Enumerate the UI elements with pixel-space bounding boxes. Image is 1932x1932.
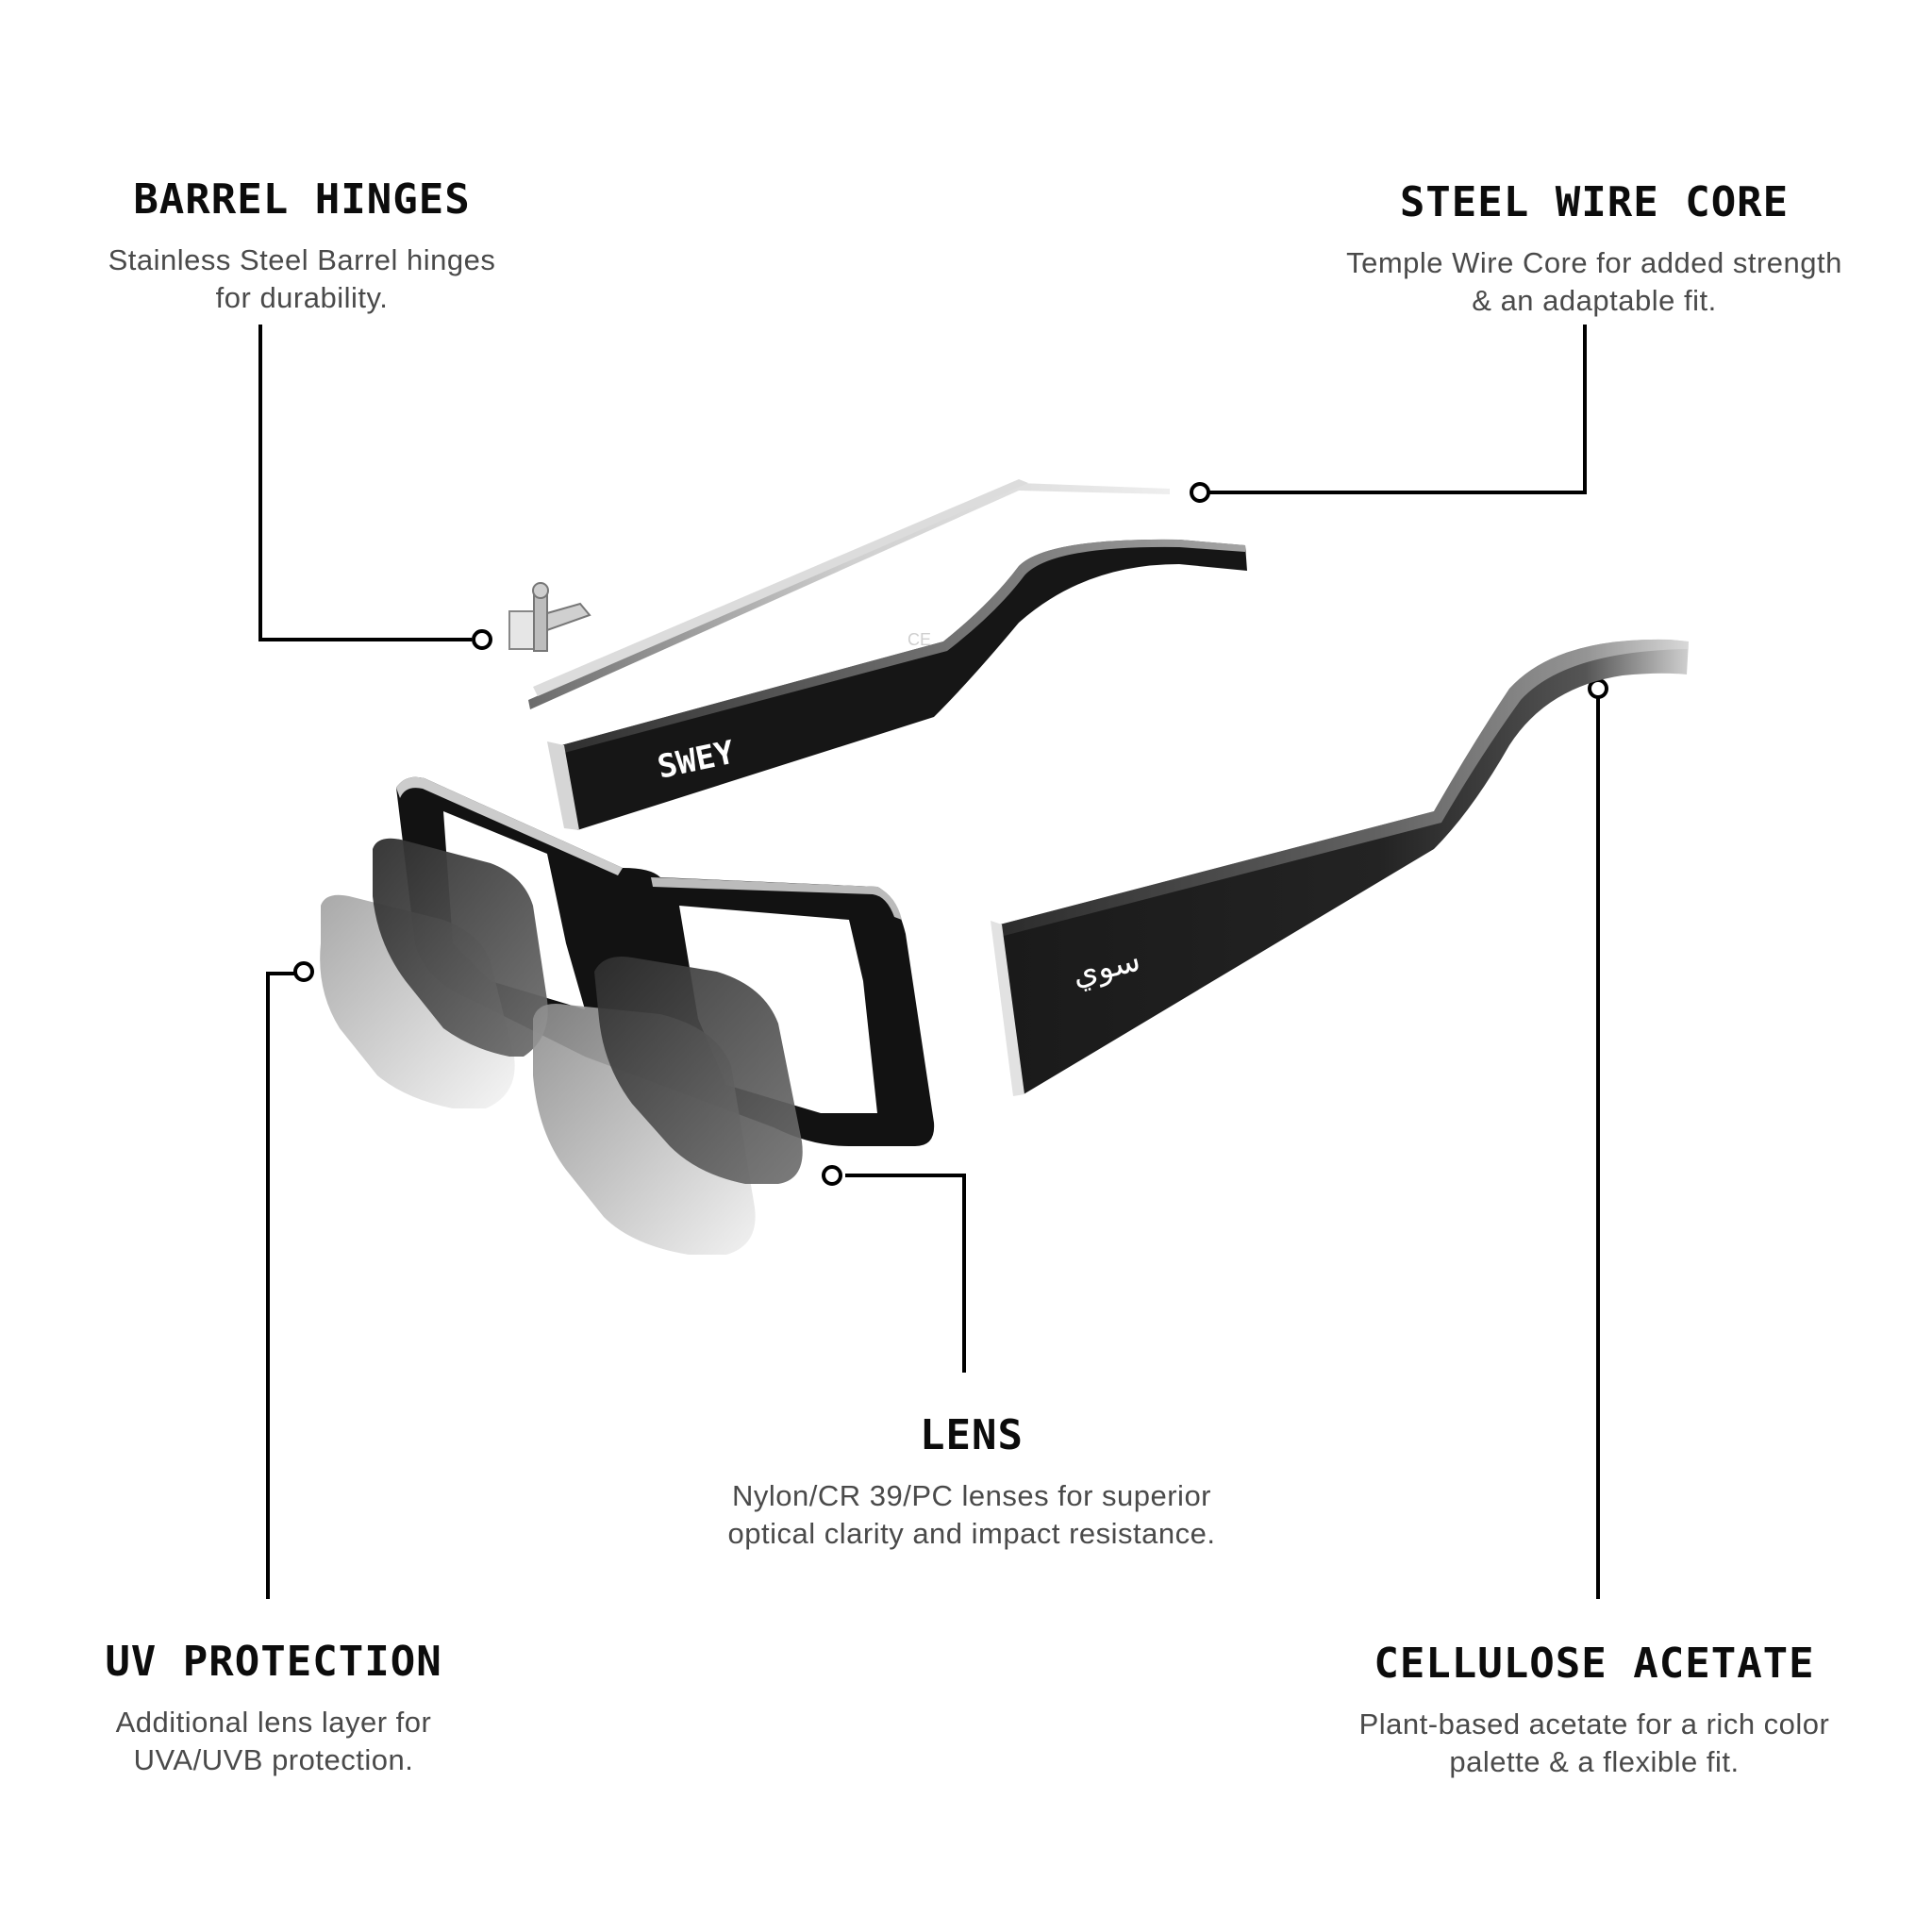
leader-lens xyxy=(845,1174,966,1373)
endpoint-cellulose-acetate xyxy=(1588,678,1608,699)
callout-description-lens: Nylon/CR 39/PC lenses for superior optic… xyxy=(679,1477,1264,1553)
leader-steel-wire-core xyxy=(1209,325,1587,494)
description-line: & an adaptable fit. xyxy=(1472,284,1717,317)
callout-title-steel-wire-core: STEEL WIRE CORE xyxy=(1399,178,1790,226)
description-line: Additional lens layer for xyxy=(115,1706,432,1739)
description-line: optical clarity and impact resistance. xyxy=(727,1517,1216,1550)
callout-lens: LENS Nylon/CR 39/PC lenses for superior … xyxy=(679,1415,1264,1553)
lens-layers xyxy=(320,838,803,1255)
steel-wire-core xyxy=(528,479,1170,709)
callout-uv-protection: UV PROTECTION Additional lens layer for … xyxy=(38,1641,509,1779)
callout-title-barrel-hinges: BARREL HINGES xyxy=(133,175,471,224)
endpoint-lens xyxy=(822,1165,842,1186)
ce-mark: CE xyxy=(908,630,931,649)
leader-barrel-hinges xyxy=(258,325,472,641)
callout-cellulose-acetate: CELLULOSE ACETATE Plant-based acetate fo… xyxy=(1302,1643,1887,1781)
barrel-hinge xyxy=(508,582,591,652)
endpoint-barrel-hinges xyxy=(472,629,492,650)
callout-description-barrel-hinges: Stainless Steel Barrel hinges for durabi… xyxy=(38,242,566,317)
back-temple xyxy=(547,539,1247,830)
description-line: palette & a flexible fit. xyxy=(1449,1745,1740,1778)
front-temple xyxy=(991,639,1689,1096)
lens-dark-left xyxy=(373,838,548,1057)
callout-description-cellulose-acetate: Plant-based acetate for a rich color pal… xyxy=(1302,1706,1887,1781)
description-line: Plant-based acetate for a rich color xyxy=(1358,1707,1830,1740)
callout-steel-wire-core: STEEL WIRE CORE Temple Wire Core for add… xyxy=(1292,182,1896,320)
leader-lines xyxy=(258,325,1600,1599)
description-line: UVA/UVB protection. xyxy=(133,1743,414,1776)
endpoint-uv-protection xyxy=(293,961,314,982)
description-line: Temple Wire Core for added strength xyxy=(1346,246,1842,279)
callout-title-uv-protection: UV PROTECTION xyxy=(105,1638,442,1686)
callout-description-uv-protection: Additional lens layer for UVA/UVB protec… xyxy=(38,1704,509,1779)
callout-title-cellulose-acetate: CELLULOSE ACETATE xyxy=(1374,1640,1815,1688)
leader-uv-protection xyxy=(266,972,294,1599)
callout-title-lens: LENS xyxy=(920,1411,1024,1459)
description-line: Nylon/CR 39/PC lenses for superior xyxy=(731,1479,1212,1512)
endpoint-steel-wire-core xyxy=(1190,482,1210,503)
lens-dark-right xyxy=(594,957,803,1184)
description-line: for durability. xyxy=(215,281,389,314)
callout-barrel-hinges: BARREL HINGES Stainless Steel Barrel hin… xyxy=(38,179,566,317)
description-line: Stainless Steel Barrel hinges xyxy=(108,243,496,276)
callout-description-steel-wire-core: Temple Wire Core for added strength & an… xyxy=(1292,244,1896,320)
